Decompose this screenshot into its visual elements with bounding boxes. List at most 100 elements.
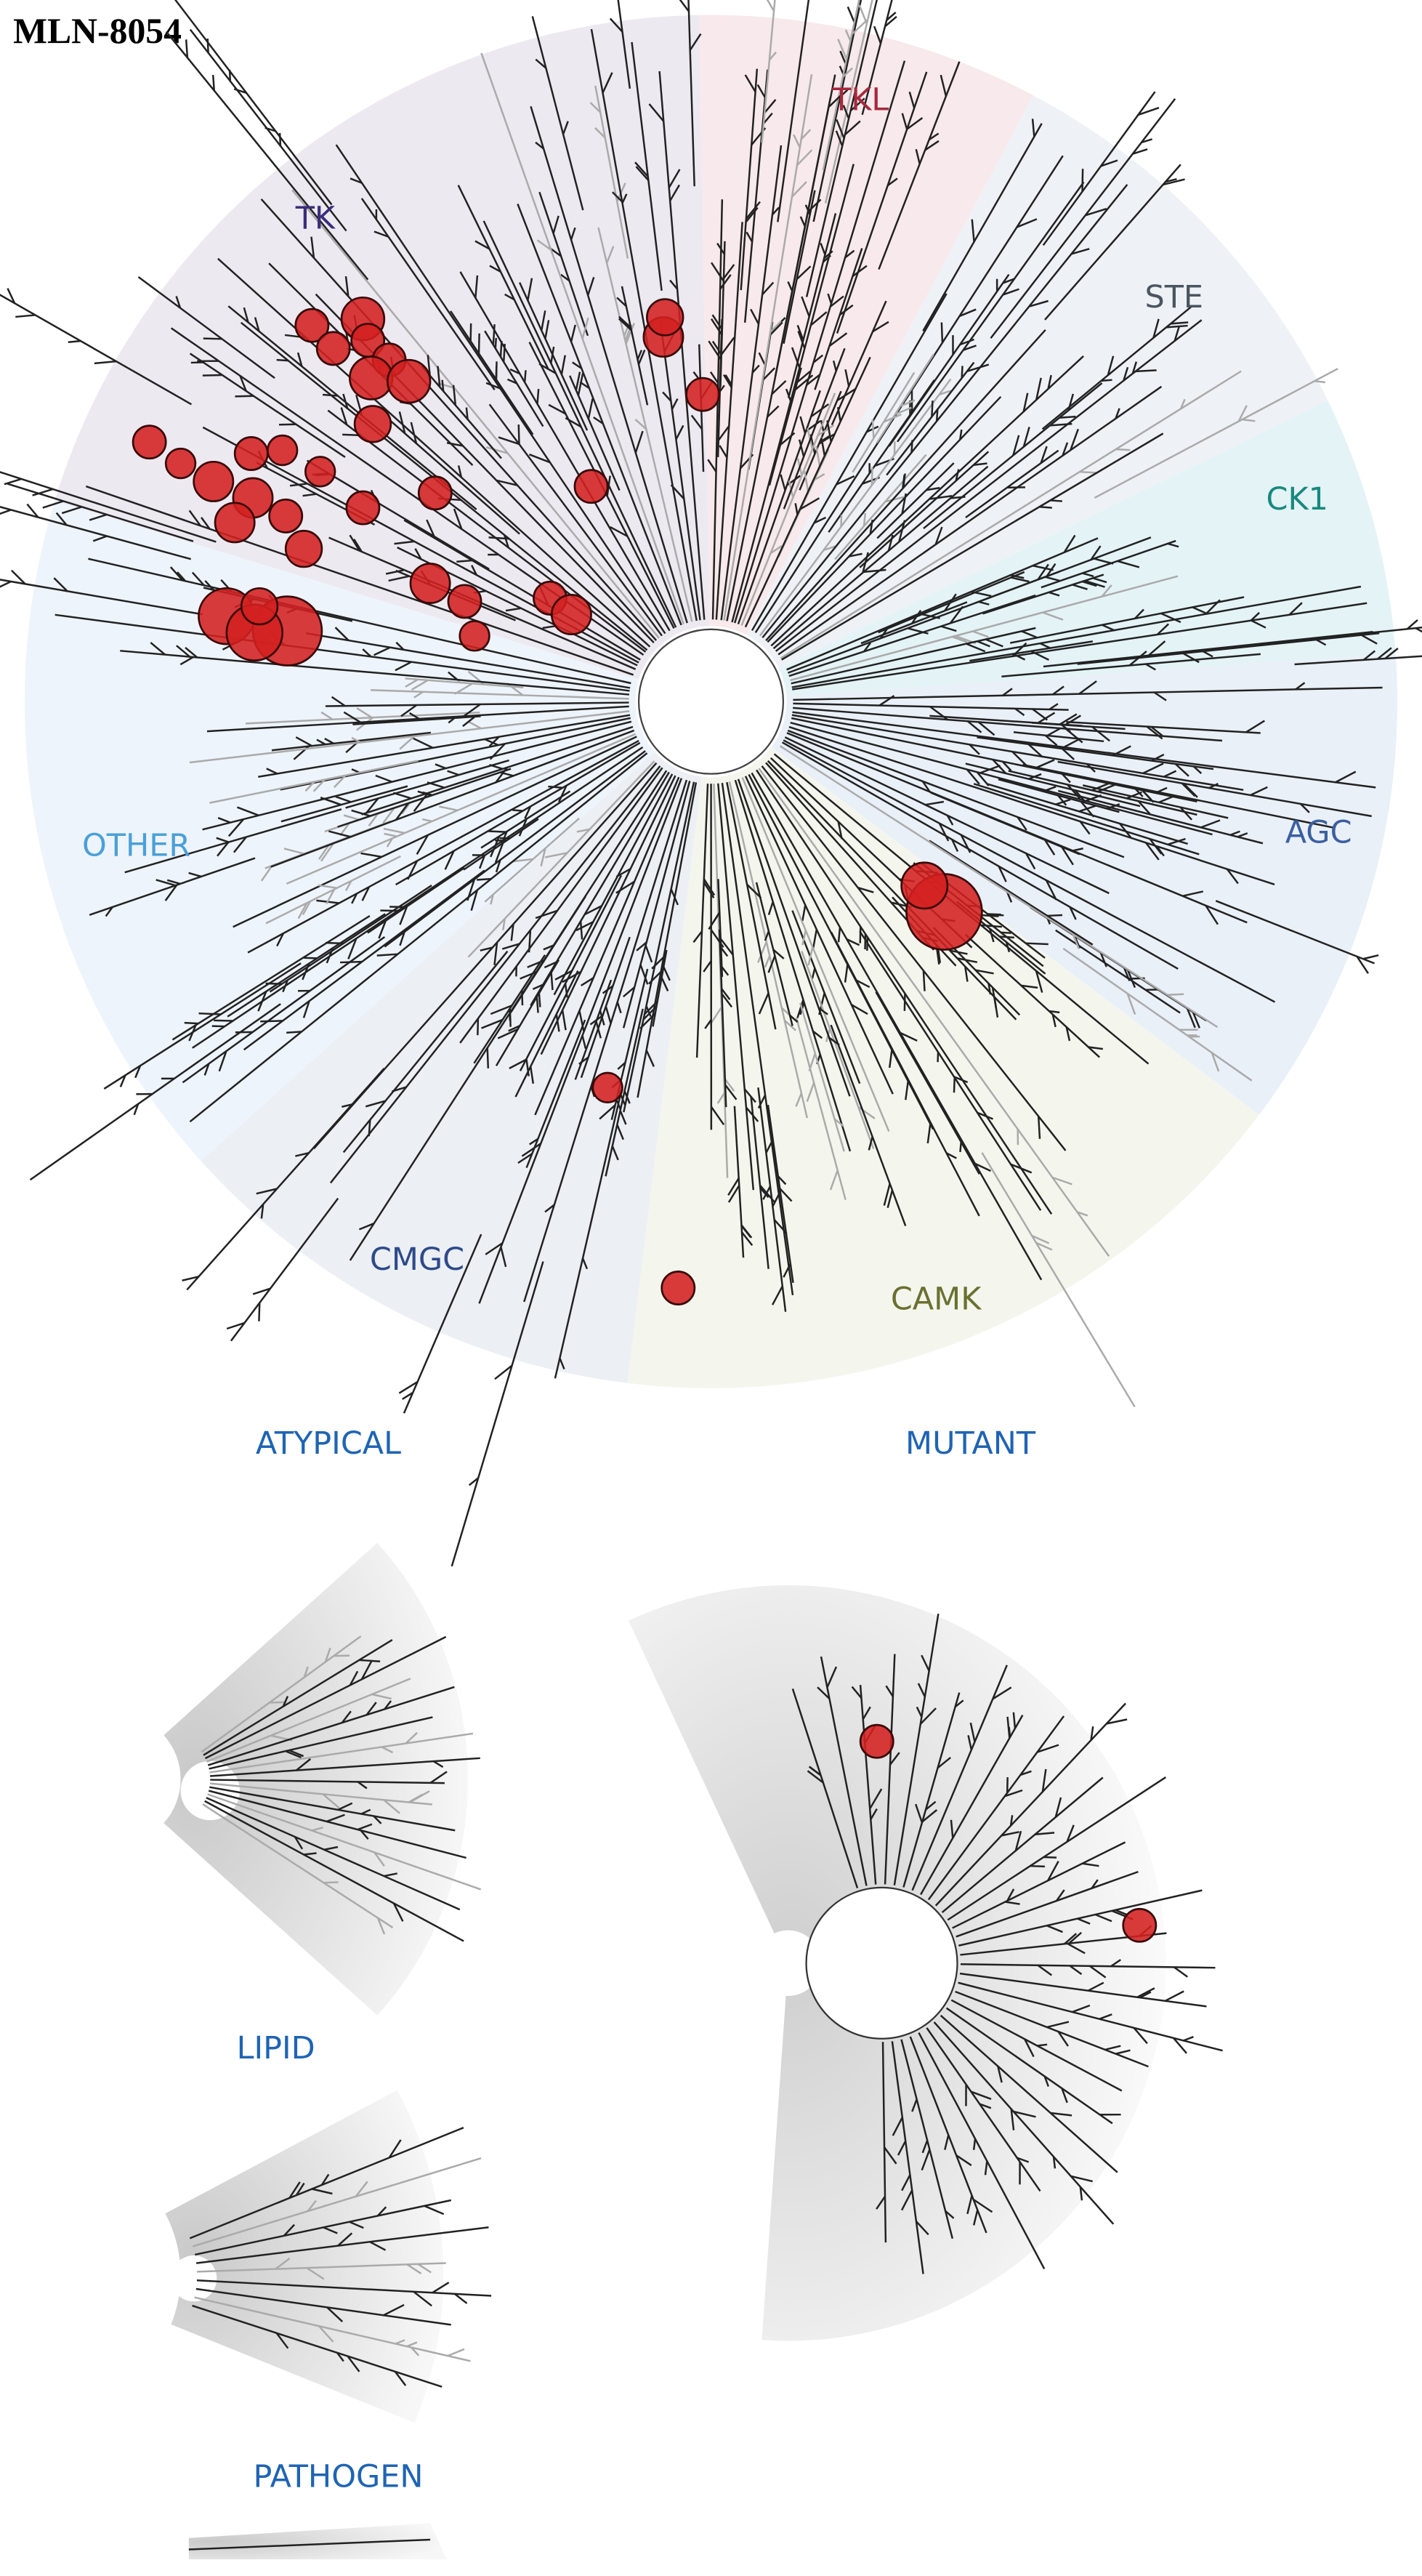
tree-tick <box>1152 318 1160 339</box>
tree-branch <box>189 28 347 232</box>
tree-tick <box>859 926 862 943</box>
tree-branch <box>189 710 630 764</box>
tree-tick <box>1106 1718 1128 1725</box>
tree-branch <box>525 1019 586 1168</box>
tree-tick <box>373 1851 385 1867</box>
tree-tick <box>767 901 774 916</box>
tree-tick <box>849 552 863 558</box>
tree-tick <box>1115 2049 1131 2055</box>
tree-tick <box>634 161 649 177</box>
tree-branch <box>687 0 695 187</box>
tree-tick <box>989 928 995 943</box>
tree-tick <box>376 953 398 957</box>
tree-tick <box>711 314 723 329</box>
tree-tick <box>477 333 480 354</box>
tree-tick <box>857 886 874 893</box>
tree-tick <box>671 398 679 410</box>
tree-tick <box>395 661 412 672</box>
tree-tick <box>639 964 649 985</box>
tree-branch <box>956 1870 1139 1938</box>
tree-tick <box>1002 688 1013 696</box>
tree-branch <box>286 733 637 885</box>
tree-branch <box>342 950 509 1154</box>
tree-tick <box>835 130 844 147</box>
tree-tick <box>1192 765 1203 775</box>
tree-tick <box>820 437 826 456</box>
tree-tick <box>844 964 849 983</box>
tree-tick <box>485 1242 504 1255</box>
tree-branch <box>781 741 1179 970</box>
tree-branch <box>756 769 1053 1215</box>
tree-branch <box>761 765 1067 1151</box>
tree-tick <box>959 1142 962 1152</box>
tree-branch <box>280 785 408 823</box>
tree-tick <box>969 1722 976 1742</box>
tree-tick <box>1021 984 1038 989</box>
tree-tick <box>356 707 373 719</box>
tree-branch <box>929 840 1094 946</box>
tree-tick <box>1050 2112 1072 2117</box>
tree-branch <box>89 857 256 916</box>
tree-tick <box>898 520 906 542</box>
tree-tick <box>1008 1726 1011 1738</box>
tree-branch <box>768 367 802 486</box>
tree-tick <box>532 983 544 991</box>
tree-tick <box>525 1058 530 1076</box>
tree-tick <box>1164 1990 1184 2002</box>
tree-tick <box>1012 435 1020 456</box>
tree-tick <box>288 2181 301 2199</box>
tree-tick <box>1133 2027 1148 2045</box>
tree-tick <box>817 1686 831 1699</box>
tree-tick <box>945 1152 957 1159</box>
tree-tick <box>745 201 761 220</box>
kinase-hit-marker <box>900 861 949 910</box>
tree-tick <box>1361 634 1378 645</box>
tree-tick <box>801 930 807 946</box>
tree-tick <box>303 1852 317 1856</box>
tree-tick <box>504 293 515 301</box>
tree-branch <box>165 31 369 281</box>
tree-tick <box>616 1124 624 1140</box>
tree-tick <box>1142 789 1155 803</box>
tree-tick <box>873 25 882 44</box>
tree-tick <box>762 367 776 381</box>
tree-tick <box>1061 846 1074 866</box>
kinase-hit-marker <box>345 490 381 526</box>
tree-branch <box>878 61 961 270</box>
tree-tick <box>851 1004 868 1015</box>
tree-tick <box>1069 1965 1083 1976</box>
tree-tick <box>771 379 787 395</box>
tree-tick <box>439 805 458 812</box>
tree-branch <box>754 155 1064 633</box>
tree-tick <box>360 1808 371 1815</box>
tree-branch <box>759 378 952 637</box>
tree-branch <box>623 781 695 1113</box>
tree-tick <box>502 918 506 930</box>
tree-tick <box>940 625 957 632</box>
tree-tick <box>416 834 429 856</box>
tree-branch <box>195 2287 451 2326</box>
tree-tick <box>921 1809 938 1823</box>
tree-branch <box>1041 539 1176 589</box>
tree-tick <box>398 411 406 434</box>
tree-tick <box>635 166 650 181</box>
tree-tick <box>1115 448 1131 451</box>
tree-tick <box>480 946 493 951</box>
tree-tick <box>997 2066 1003 2083</box>
tree-tick <box>796 149 813 166</box>
tree-tick <box>892 2117 903 2136</box>
tree-tick <box>1167 993 1184 996</box>
tree-branch <box>1057 789 1264 845</box>
tree-tick <box>1080 801 1095 818</box>
tree-tick <box>517 424 520 445</box>
tree-tick <box>42 500 64 509</box>
tree-branch <box>467 760 655 958</box>
tree-tick <box>828 94 843 108</box>
tree-tick <box>1088 1965 1107 1979</box>
tree-tick <box>586 276 595 296</box>
tree-tick <box>599 1104 616 1120</box>
tree-tick <box>518 818 528 837</box>
tree-branch <box>715 222 743 620</box>
tree-tick <box>727 1185 740 1203</box>
tree-branch <box>0 505 192 560</box>
